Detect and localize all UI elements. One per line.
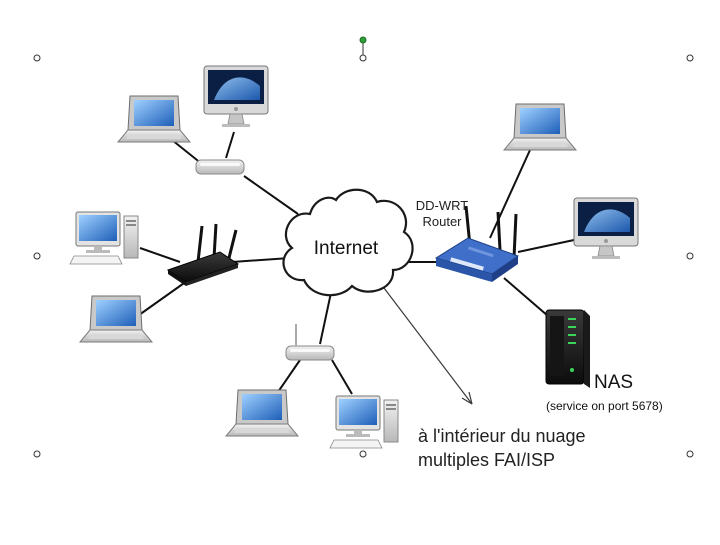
link-router-to-imac — [517, 239, 575, 253]
link-black-router-to-pc — [139, 247, 181, 263]
nas-label: NAS — [594, 372, 633, 393]
wireless-access-point-icon — [195, 159, 245, 175]
rotation-handle[interactable] — [359, 36, 367, 44]
imac-icon — [573, 197, 639, 260]
selection-frame — [33, 36, 694, 458]
internet-cloud: Internet — [282, 188, 414, 297]
link-ap-bottom-to-pc — [331, 359, 353, 395]
resize-handle-top-left[interactable] — [33, 54, 41, 62]
link-ap-bottom-to-laptop — [277, 359, 301, 393]
wireless-router-icon — [166, 223, 240, 286]
arrow-head — [461, 391, 473, 405]
resize-handle-right[interactable] — [686, 252, 694, 260]
laptop-icon — [79, 295, 153, 343]
resize-handle-bottom[interactable] — [359, 450, 367, 458]
desktop-pc-icon — [69, 211, 139, 265]
link-router-to-nas — [503, 277, 549, 317]
laptop-icon — [225, 389, 299, 437]
link-cloud-to-ap-top — [243, 175, 299, 215]
resize-handle-top-right[interactable] — [686, 54, 694, 62]
link-ap-top-to-imac — [225, 131, 235, 159]
resize-handle-left[interactable] — [33, 252, 41, 260]
laptop-icon — [503, 103, 577, 151]
desktop-pc-icon — [329, 395, 399, 449]
caption-line1: à l'intérieur du nuage — [418, 426, 586, 446]
arrow-to-caption — [383, 287, 473, 405]
link-cloud-to-black-router — [231, 257, 291, 263]
resize-handle-top[interactable] — [359, 54, 367, 62]
internet-label: Internet — [314, 238, 379, 259]
link-router-to-laptop — [489, 149, 531, 239]
router-label-line1: DD-WRT — [416, 198, 469, 213]
wireless-router-icon — [434, 205, 520, 282]
wireless-access-point-icon — [285, 345, 335, 361]
caption-line2: multiples FAI/ISP — [418, 450, 555, 470]
resize-handle-bottom-right[interactable] — [686, 450, 694, 458]
resize-handle-bottom-left[interactable] — [33, 450, 41, 458]
link-ap-top-to-laptop — [171, 139, 203, 165]
nas-icon — [545, 309, 590, 388]
nas-detail: (service on port 5678) — [546, 399, 663, 413]
imac-icon — [203, 65, 269, 128]
ddwrt-router: DD-WRT Router — [416, 198, 520, 282]
laptop-icon — [117, 95, 191, 143]
link-cloud-to-ap-bottom — [319, 287, 333, 345]
router-label-line2: Router — [422, 214, 462, 229]
